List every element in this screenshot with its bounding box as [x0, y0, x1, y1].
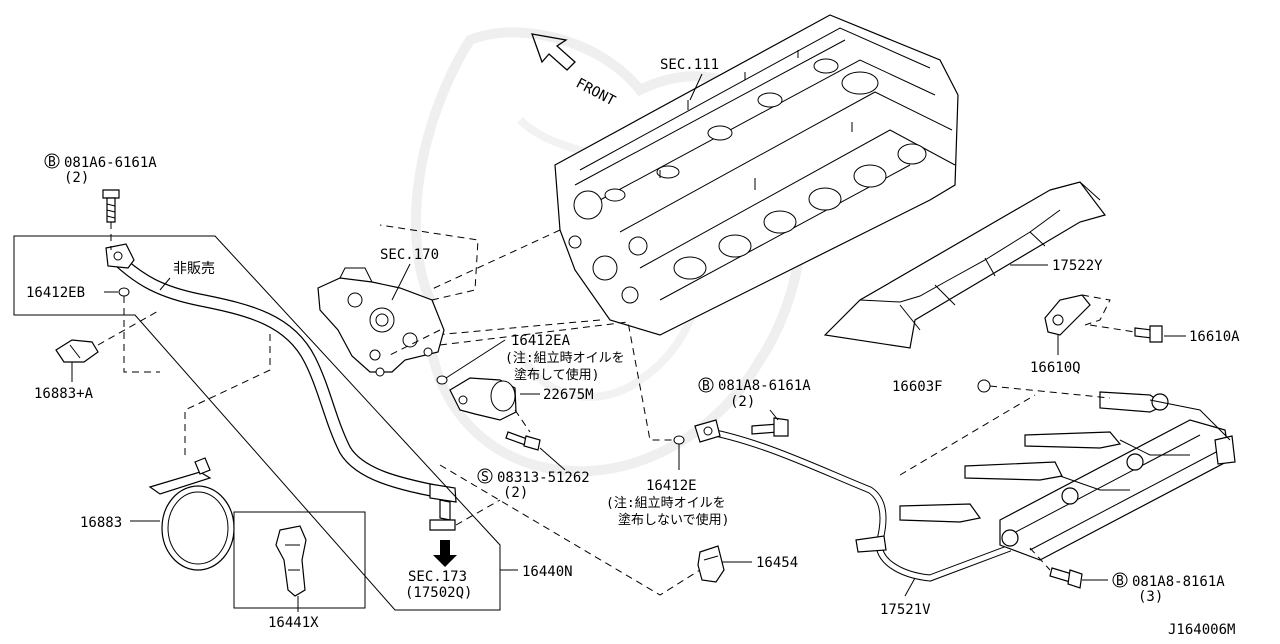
drawing-id: J164006M: [1168, 622, 1235, 638]
clip-16441X: [275, 525, 307, 597]
svg-text:S: S: [481, 470, 489, 485]
p22675M-label: 22675M: [543, 387, 594, 403]
circle-S-marker: S: [477, 468, 493, 485]
p17522Y-label: 17522Y: [1052, 258, 1103, 274]
sec173-sub-label: (17502Q): [405, 585, 472, 601]
p16412E-label: 16412E: [646, 478, 697, 494]
p16412EA-label: 16412EA: [511, 333, 571, 349]
bolt-081A8-top: [751, 417, 789, 437]
p16454-label: 16454: [756, 555, 798, 571]
note-16412EA-line1: (注:組立時オイルを: [505, 351, 625, 366]
svg-text:B: B: [702, 379, 710, 394]
fuel-pump-assembly: [317, 267, 445, 377]
circle-B-marker-top-left: B: [44, 153, 60, 170]
hose-clamp-16883: [148, 457, 235, 571]
bolt-081A6: [102, 189, 120, 223]
bolt-081A8-bot-label: 081A8-8161A: [1132, 574, 1225, 590]
p16883-label: 16883: [80, 515, 122, 531]
detail-frame: [13, 235, 501, 611]
fuel-rail: [899, 391, 1236, 561]
note-16412E-line2: 塗布しないで使用): [618, 512, 729, 528]
fuel-feed-pipe: [694, 419, 1012, 582]
oring-16603F: [977, 379, 991, 393]
heat-shield: [823, 181, 1107, 349]
sec173-label: SEC.173: [408, 569, 467, 585]
16412EA-oring: [436, 375, 448, 385]
pressure-regulator: [449, 377, 517, 421]
bolt-16610A: [1134, 325, 1163, 343]
front-label: FRONT: [573, 75, 618, 109]
bolt-081A8-bot-qty: (3): [1138, 589, 1163, 605]
screw-08313-qty: (2): [503, 485, 528, 501]
bolt-081A8-bottom: [1049, 567, 1083, 589]
screw-08313: [505, 431, 541, 451]
sec170-label: SEC.170: [380, 247, 439, 263]
p16883A-label: 16883+A: [34, 386, 94, 402]
note-16412EA-line2: 塗布して使用): [514, 367, 599, 383]
svg-text:B: B: [1116, 574, 1124, 589]
sec173-arrow: [433, 540, 457, 567]
16412E-oring: [673, 435, 685, 445]
fuel-hose: [105, 243, 457, 531]
bolt-081A6-label: 081A6-6161A: [64, 155, 157, 171]
p17521V-label: 17521V: [880, 602, 931, 618]
sec111-label: SEC.111: [660, 57, 719, 73]
note-16412E-line1: (注:組立時オイルを: [606, 496, 726, 511]
clip-16883A: [55, 339, 99, 363]
not-sold-label: 非販売: [173, 261, 215, 277]
bolt-081A8-top-label: 081A8-6161A: [718, 378, 811, 394]
detail-frame-16441X: [233, 511, 366, 609]
p16441X-label: 16441X: [268, 615, 319, 631]
p16603F-label: 16603F: [892, 379, 943, 395]
bracket-16610Q: [1044, 294, 1091, 336]
svg-text:B: B: [48, 155, 56, 170]
p16610A-label: 16610A: [1189, 329, 1240, 345]
cylinder-head: [554, 14, 959, 336]
screw-08313-label: 08313-51262: [497, 470, 590, 486]
16412EB-oring: [118, 287, 130, 297]
bolt-081A8-top-qty: (2): [730, 394, 755, 410]
clip-16454: [697, 545, 725, 583]
p16610Q-label: 16610Q: [1030, 360, 1081, 376]
bolt-081A6-qty: (2): [64, 170, 89, 186]
circle-B-marker-mid: B: [698, 377, 714, 394]
p16440N-label: 16440N: [522, 564, 573, 580]
p16412EB-label: 16412EB: [26, 285, 85, 301]
circle-B-marker-bottom: B: [1112, 572, 1128, 589]
